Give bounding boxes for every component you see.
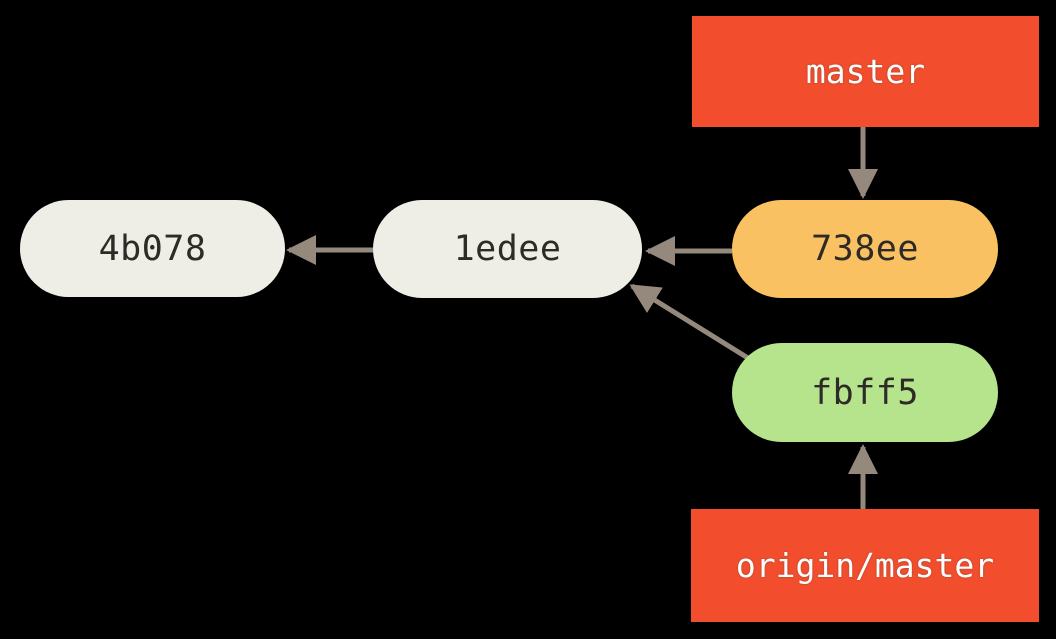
branch-ref-label: origin/master (735, 546, 995, 585)
commit-node-fbff5: fbff5 (732, 343, 998, 442)
commit-hash-label: 738ee (811, 229, 919, 269)
commit-node-738ee: 738ee (732, 200, 998, 298)
commit-hash-label: 1edee (453, 229, 562, 269)
commit-hash-label: 4b078 (98, 228, 207, 269)
commit-hash-label: fbff5 (811, 372, 919, 413)
commit-node-4b078: 4b078 (20, 200, 285, 297)
edge-fbff5-to-1edee-arrow (629, 283, 758, 366)
branch-ref-master: master (692, 16, 1039, 127)
commit-node-1edee: 1edee (373, 200, 642, 298)
branch-ref-origin-master: origin/master (691, 509, 1039, 622)
branch-ref-label: master (805, 52, 926, 91)
